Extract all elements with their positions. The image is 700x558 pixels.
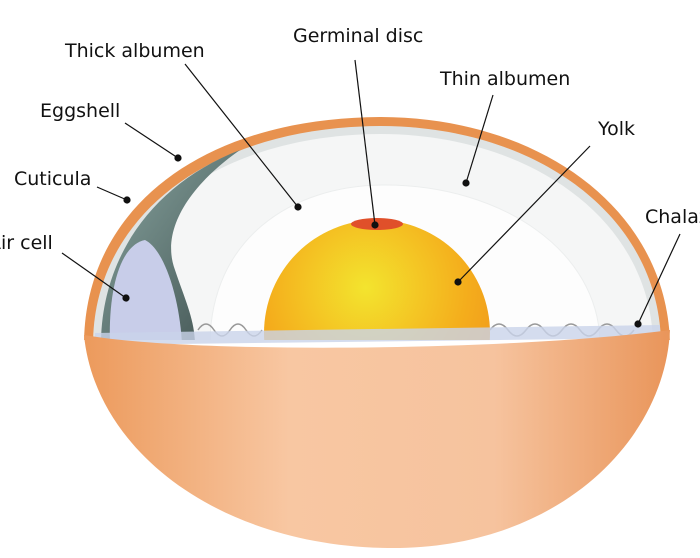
label-cuticula: Cuticula [14, 168, 92, 190]
label-thin-albumen: Thin albumen [440, 68, 571, 90]
label-eggshell: Eggshell [40, 100, 121, 122]
label-germinal-disc: Germinal disc [293, 25, 424, 47]
label-chalaza: Chalaza [645, 206, 700, 228]
label-thick-albumen: Thick albumen [65, 40, 205, 62]
air-cell [109, 240, 182, 340]
cut-plane [95, 325, 660, 345]
egg-bottom-half [84, 330, 670, 549]
yolk [264, 220, 490, 340]
label-yolk: Yolk [598, 118, 635, 140]
leader-lines [61, 59, 681, 328]
label-air-cell: Air cell [0, 232, 53, 254]
